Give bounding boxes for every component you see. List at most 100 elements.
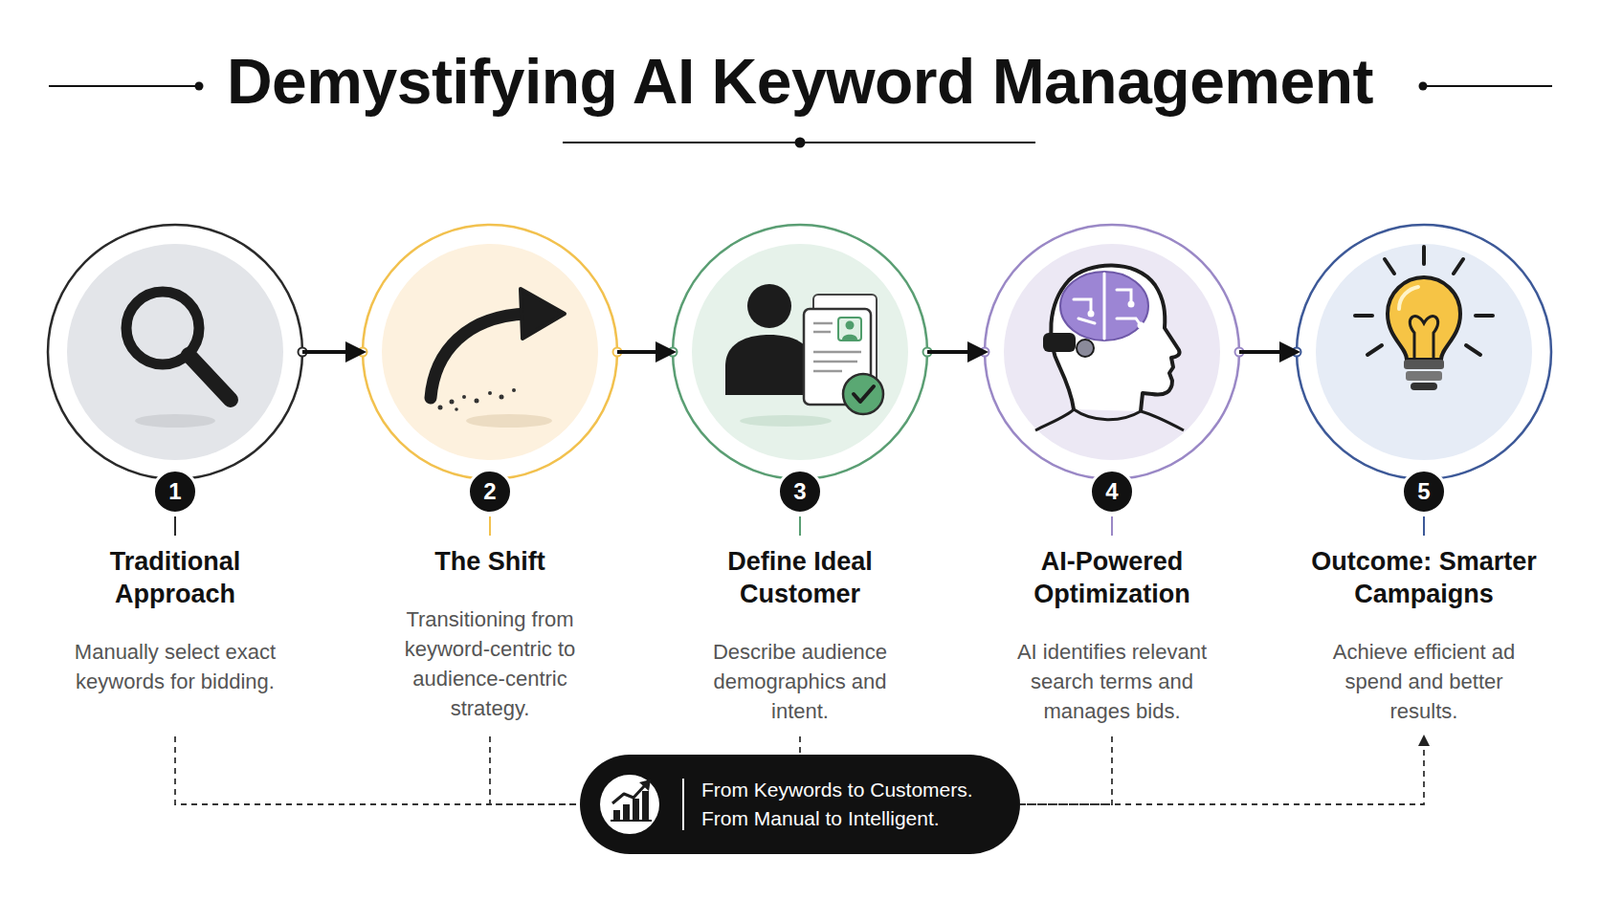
customer-profile-icon [813, 360, 858, 364]
step-ring [980, 348, 990, 357]
step-ring [1315, 244, 1533, 461]
title-rule [562, 141, 1036, 144]
step-description: AI identifies relevant search terms and … [1001, 637, 1223, 727]
ai-head-icon [1128, 301, 1135, 309]
ai-head-icon [1076, 339, 1094, 357]
magnifier-icon [126, 291, 200, 365]
step-ring [980, 224, 1245, 536]
magnifier-icon [134, 414, 216, 428]
step-ring [47, 224, 308, 536]
title-rule [1419, 82, 1428, 91]
title-rule [795, 137, 806, 149]
step-ring [47, 224, 303, 480]
shift-arrow-icon [449, 400, 455, 405]
ai-head-icon [1137, 322, 1145, 330]
ai-head-icon [1050, 265, 1179, 412]
step-heading: Define Ideal Customer [694, 545, 906, 611]
customer-profile-icon [813, 351, 862, 355]
summary-banner: From Keywords to Customers. From Manual … [579, 755, 1021, 855]
customer-profile-icon [747, 284, 792, 329]
step-ring [799, 516, 801, 536]
step-ring [298, 348, 308, 357]
callout-number: 3 [777, 468, 823, 515]
step-ring [1422, 516, 1425, 536]
step-text: Outcome: Smarter CampaignsAchieve effici… [1239, 545, 1600, 727]
lightbulb-icon [1422, 246, 1426, 265]
diagram-title: Demystifying AI Keyword Management [0, 49, 1600, 113]
shift-arrow-icon [511, 388, 516, 393]
step-ring [668, 348, 678, 357]
step-ring [1111, 516, 1113, 536]
customer-profile-icon [838, 317, 862, 341]
step-ring [1292, 224, 1553, 536]
shift-arrow-icon [438, 405, 444, 411]
lightbulb-icon [1410, 382, 1438, 391]
step-ring [1296, 224, 1552, 480]
dashed-connector [799, 736, 801, 756]
ai-head-icon [1060, 271, 1149, 341]
step-description: Transitioning from keyword-centric to au… [387, 604, 594, 724]
shift-arrow-icon [462, 395, 467, 400]
step-description: Describe audience demographics and inten… [697, 637, 904, 727]
shift-arrow-icon [454, 407, 459, 412]
step-ring [923, 348, 933, 357]
shift-arrow-icon [488, 391, 492, 396]
ai-head-icon [1043, 333, 1076, 353]
customer-profile-icon [725, 284, 884, 427]
step-ring [672, 224, 928, 480]
step-description: Achieve efficient ad spend and better re… [1321, 637, 1528, 727]
lightbulb-icon [1355, 246, 1493, 391]
title-rule [195, 82, 204, 91]
customer-profile-icon [813, 294, 877, 386]
lightbulb-icon [1367, 345, 1382, 356]
title-rule [1426, 85, 1553, 88]
step-text: Define Ideal CustomerDescribe audience d… [615, 545, 985, 727]
step-ring [381, 244, 599, 461]
step-ring [358, 348, 368, 357]
customer-profile-icon [813, 370, 843, 374]
lightbulb-icon [1409, 316, 1438, 360]
step-heading: The Shift [384, 545, 596, 578]
shift-arrow-icon [520, 288, 565, 339]
lightbulb-icon [1405, 371, 1443, 381]
step-ring [1292, 348, 1302, 357]
lightbulb-icon [1387, 277, 1461, 360]
lightbulb-icon [1453, 259, 1464, 274]
ai-head-icon [1035, 409, 1184, 431]
shift-arrow-icon [466, 414, 553, 428]
dashed-connector [1020, 736, 1112, 805]
callout-number: 1 [152, 468, 199, 515]
lightbulb-icon [1355, 313, 1373, 318]
banner-line: From Keywords to Customers. From Manual … [701, 776, 989, 834]
customer-profile-icon [853, 386, 874, 402]
customer-profile-icon [725, 334, 814, 396]
callout-number: 5 [1400, 468, 1447, 515]
step-ring [66, 244, 284, 461]
lightbulb-icon [1384, 259, 1395, 274]
lightbulb-icon [1403, 359, 1445, 370]
lightbulb-icon [1355, 246, 1493, 356]
step-heading: Outcome: Smarter Campaigns [1299, 545, 1549, 611]
step-ring [358, 224, 623, 536]
lightbulb-icon [1399, 287, 1419, 310]
ai-head-icon [1088, 311, 1095, 318]
customer-profile-icon [813, 331, 831, 334]
customer-profile-icon [842, 334, 858, 340]
callout-number: 4 [1088, 468, 1135, 515]
step-ring [984, 224, 1240, 480]
magnifier-icon [188, 355, 231, 400]
shift-arrow-icon [430, 313, 529, 399]
lightbulb-icon [1466, 345, 1481, 356]
customer-profile-icon [843, 374, 884, 415]
step-ring [1235, 348, 1245, 357]
step-ring [668, 224, 933, 536]
customer-profile-icon [739, 415, 832, 427]
flow-arrow [927, 350, 985, 355]
step-heading: Traditional Approach [69, 545, 281, 611]
step-text: Traditional ApproachManually select exac… [0, 545, 360, 697]
step-heading: AI-Powered Optimization [1006, 545, 1218, 611]
customer-profile-icon [845, 321, 855, 331]
title-rule [48, 85, 196, 88]
dashed-connector [1020, 736, 1424, 805]
dashed-connector [175, 736, 580, 805]
